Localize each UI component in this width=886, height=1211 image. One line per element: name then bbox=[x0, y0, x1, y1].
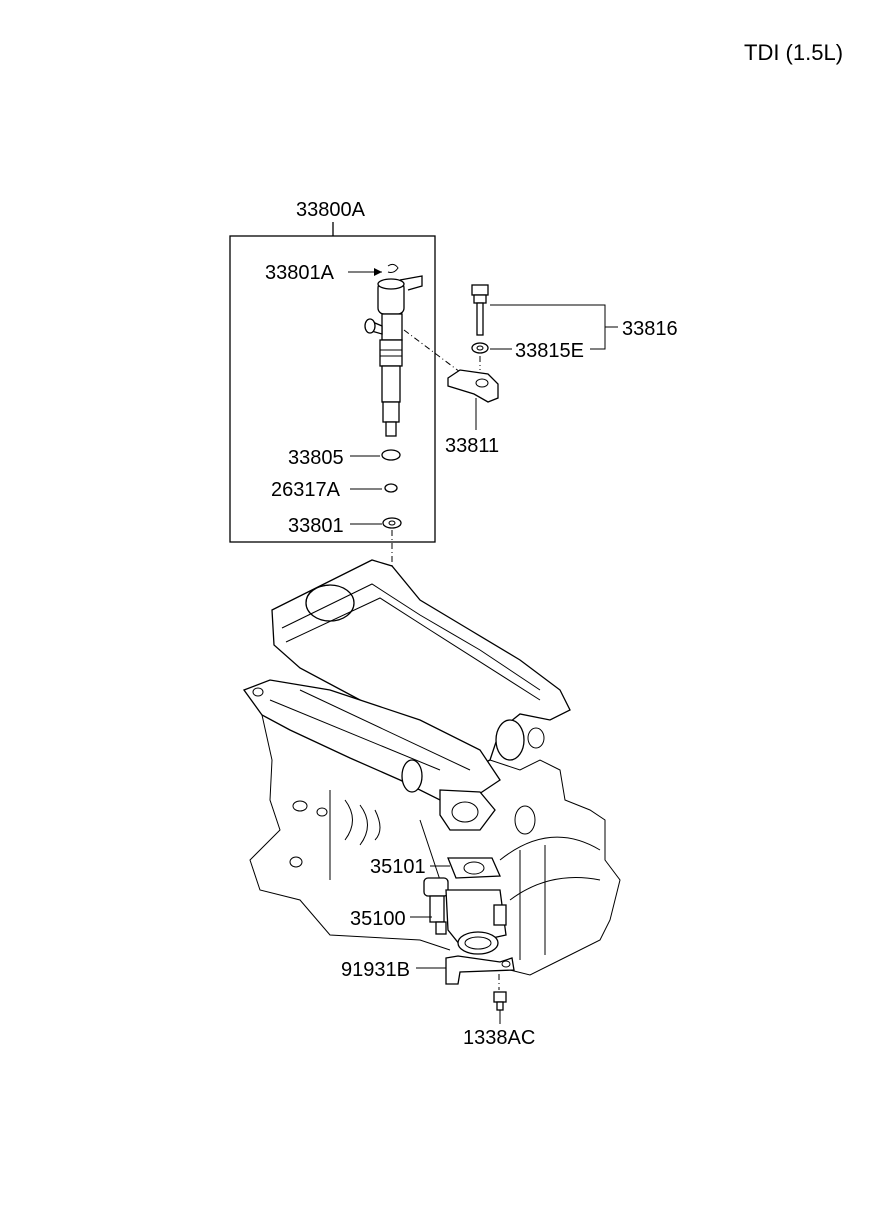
engine-block-drawing bbox=[242, 559, 621, 976]
seal-washer-33801-part bbox=[382, 517, 402, 529]
o-ring-33805-part bbox=[381, 449, 401, 461]
label-35100: 35100 bbox=[350, 908, 406, 930]
bracket-91931b-part bbox=[445, 955, 515, 985]
label-33800a: 33800A bbox=[296, 199, 366, 221]
label-33801a: 33801A bbox=[265, 262, 335, 284]
label-91931b: 91931B bbox=[341, 959, 410, 981]
label-33816: 33816 bbox=[622, 318, 678, 340]
label-33811: 33811 bbox=[445, 435, 499, 457]
throttle-body-35100-part bbox=[423, 877, 507, 955]
clamp-33811-part bbox=[447, 369, 499, 403]
label-35101: 35101 bbox=[370, 856, 426, 878]
o-ring-26317a-part bbox=[384, 483, 398, 493]
label-33815e: 33815E bbox=[515, 340, 584, 362]
label-33805: 33805 bbox=[288, 447, 344, 469]
bolt-1338ac-part bbox=[493, 991, 507, 1003]
washer-33815e-part bbox=[471, 342, 489, 354]
label-1338ac: 1338AC bbox=[463, 1027, 535, 1049]
gasket-35101-part bbox=[447, 857, 501, 879]
fuel-injector-part bbox=[364, 275, 423, 437]
injector-clamp-link bbox=[403, 329, 461, 373]
label-33801: 33801 bbox=[288, 515, 344, 537]
label-26317a: 26317A bbox=[271, 479, 341, 501]
bolt-33816-part bbox=[471, 284, 489, 336]
engine-variant-title: TDI (1.5L) bbox=[744, 40, 843, 65]
clip-arrow-icon bbox=[374, 268, 382, 276]
injector-clip-part bbox=[387, 263, 399, 273]
